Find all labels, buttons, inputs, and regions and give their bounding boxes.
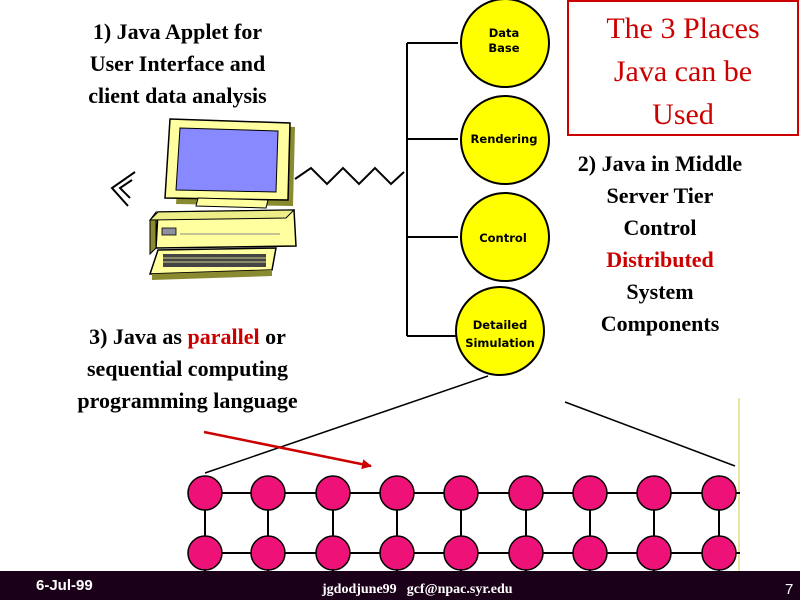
slide-title: The 3 Places Java can be Used bbox=[567, 0, 799, 136]
computer-illustration bbox=[110, 118, 297, 280]
monitor-stand bbox=[195, 197, 269, 209]
server-node-rendering: Rendering bbox=[460, 95, 550, 185]
middle-tier-line-5: System bbox=[626, 279, 694, 304]
node-label-simulation-1: Detailed bbox=[473, 318, 528, 332]
applet-label-line-3: client data analysis bbox=[88, 83, 267, 108]
footer-file: jgdodjune99 bbox=[322, 582, 397, 597]
grid-node bbox=[187, 535, 223, 571]
base-unit-top bbox=[148, 209, 296, 221]
parallel-highlight: parallel bbox=[187, 324, 260, 349]
grid-node bbox=[379, 535, 415, 571]
fan-line-right bbox=[564, 401, 736, 467]
monitor-screen bbox=[175, 127, 279, 193]
grid-node bbox=[508, 535, 544, 571]
parallel-suffix: or bbox=[259, 324, 286, 349]
node-label-rendering: Rendering bbox=[471, 132, 538, 146]
footer-info: jgdodjune99 gcf@npac.syr.edu bbox=[322, 582, 513, 598]
applet-label-line-2: User Interface and bbox=[89, 51, 266, 76]
grid-node bbox=[187, 475, 223, 511]
grid-node bbox=[443, 535, 479, 571]
ear-icon bbox=[110, 171, 136, 207]
parallel-label-line-2: sequential computing bbox=[86, 356, 289, 381]
middle-tier-line-6: Components bbox=[600, 311, 720, 336]
network-link-zigzag bbox=[294, 166, 405, 186]
grid-node bbox=[572, 535, 608, 571]
parallel-prefix: 3) Java as bbox=[89, 324, 188, 349]
grid-node bbox=[443, 475, 479, 511]
middle-tier-line-4: Distributed bbox=[606, 247, 714, 272]
grid-nodes bbox=[187, 475, 737, 571]
parallel-label: 3) Java as parallel or sequential comput… bbox=[40, 321, 335, 417]
server-node-database: Data Base bbox=[460, 0, 550, 88]
middle-tier-line-2: Server Tier bbox=[606, 183, 714, 208]
title-line-1: The 3 Places bbox=[606, 12, 760, 45]
grid-node bbox=[636, 475, 672, 511]
fan-line-left bbox=[204, 375, 489, 474]
footer-bar bbox=[0, 571, 800, 600]
title-line-2: Java can be bbox=[613, 55, 753, 88]
grid-node bbox=[379, 475, 415, 511]
footer-date: 6-Jul-99 bbox=[36, 577, 93, 594]
disk-drive bbox=[161, 227, 177, 236]
applet-label: 1) Java Applet for User Interface and cl… bbox=[50, 16, 305, 112]
footer-page-number: 7 bbox=[785, 581, 794, 598]
server-node-control: Control bbox=[460, 192, 550, 282]
title-line-3: Used bbox=[652, 98, 714, 131]
grid-node bbox=[701, 535, 737, 571]
grid-node bbox=[250, 475, 286, 511]
footer-email: gcf@npac.syr.edu bbox=[406, 582, 513, 597]
grid-node bbox=[315, 475, 351, 511]
server-node-simulation: Detailed Simulation bbox=[455, 286, 545, 376]
grid-node bbox=[508, 475, 544, 511]
server-bus bbox=[406, 42, 458, 337]
grid-node bbox=[572, 475, 608, 511]
parallel-label-line-3: programming language bbox=[77, 388, 298, 413]
parallel-label-line-1: 3) Java as parallel or bbox=[40, 321, 335, 353]
grid-node bbox=[250, 535, 286, 571]
processor-grid bbox=[187, 475, 740, 574]
node-label-database-1: Data bbox=[489, 26, 520, 40]
middle-tier-line-1: 2) Java in Middle bbox=[577, 151, 743, 176]
middle-tier-line-3: Control bbox=[623, 215, 697, 240]
node-label-simulation-2: Simulation bbox=[465, 336, 535, 350]
node-label-database-2: Base bbox=[488, 41, 519, 55]
grid-node bbox=[701, 475, 737, 511]
node-label-control: Control bbox=[479, 231, 527, 245]
grid-node bbox=[636, 535, 672, 571]
parallel-arrow bbox=[203, 430, 372, 470]
applet-label-line-1: 1) Java Applet for bbox=[92, 19, 263, 44]
keyboard-keys bbox=[163, 254, 266, 267]
middle-tier-label: 2) Java in Middle Server Tier Control Di… bbox=[550, 148, 770, 340]
grid-node bbox=[315, 535, 351, 571]
